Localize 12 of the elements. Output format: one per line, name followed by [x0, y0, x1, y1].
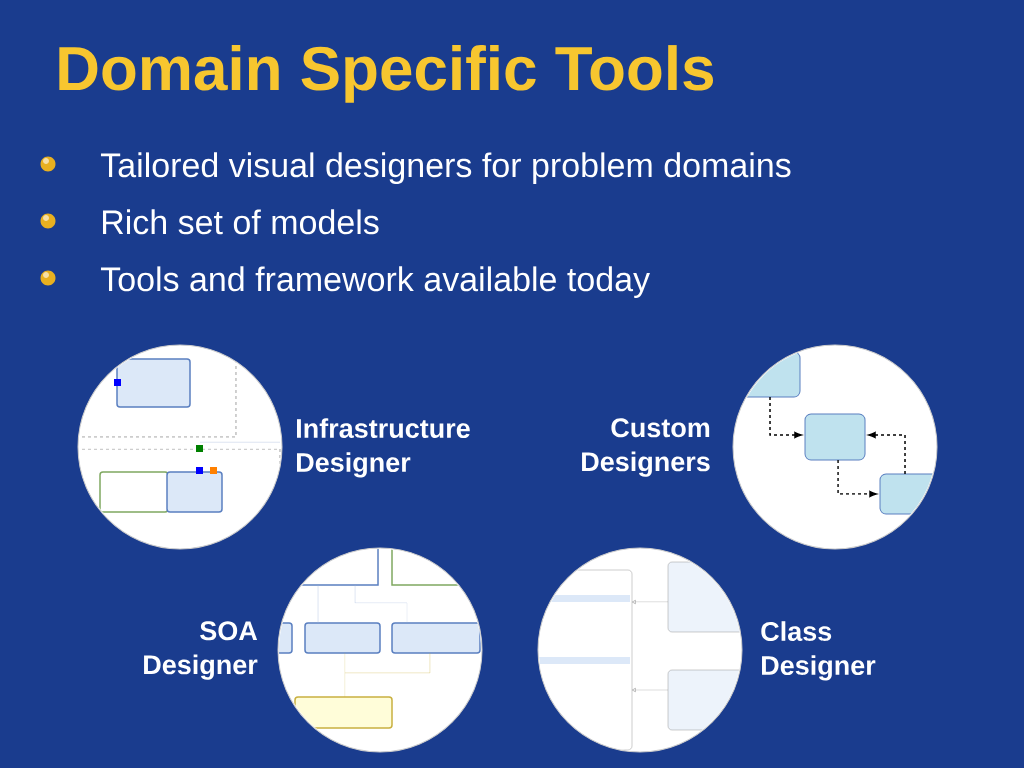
node-label: Class Designer [761, 621, 876, 681]
node-label: SOA Designer [144, 621, 258, 680]
node-label: Infrastructure Designer [297, 418, 470, 478]
title: Domain Specific Tools [59, 45, 713, 103]
bullet-text: Rich set of models [103, 209, 379, 235]
bullet-text: Tools and framework available today [100, 266, 650, 299]
screenshot-drawing [77, 344, 283, 550]
bullet-text: Tailored visual designers for problem domains [100, 152, 791, 185]
screenshot-drawing [732, 344, 938, 550]
screenshot-drawing [277, 547, 483, 753]
node-label: Custom Designers [582, 418, 710, 477]
screenshot-drawing [537, 547, 743, 753]
